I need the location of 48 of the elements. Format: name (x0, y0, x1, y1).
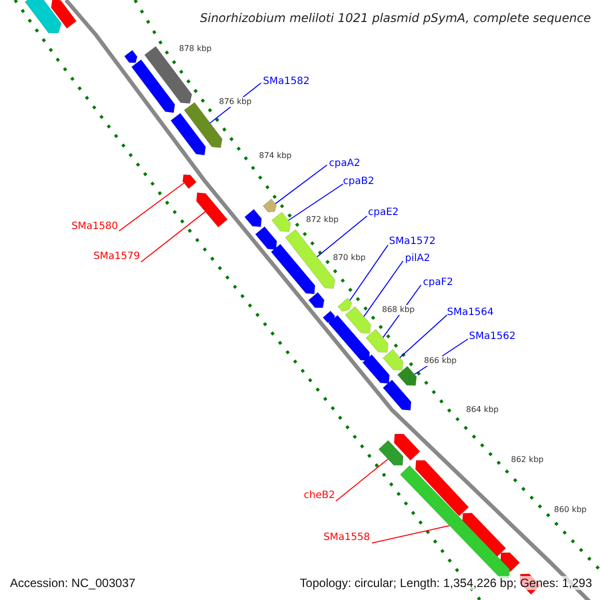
gene-feature (196, 192, 228, 228)
tick-label: 868 kbp (381, 305, 416, 315)
gene-feature (338, 298, 352, 312)
gene-feature (366, 329, 388, 353)
gene-feature (182, 174, 197, 189)
gene-feature (262, 198, 277, 212)
gene-feature (400, 465, 510, 578)
gene-label: SMa1564 (447, 307, 494, 319)
leader-line (316, 216, 368, 258)
gene-label: cpaB2 (343, 176, 374, 188)
leader-line (274, 164, 328, 204)
gene-feature (397, 366, 417, 386)
gene-feature (345, 306, 372, 334)
tick-label: 864 kbp (465, 405, 500, 415)
tick-label: 862 kbp (510, 455, 545, 465)
tick-label: 866 kbp (423, 356, 458, 366)
gene-label: SMa1562 (469, 331, 516, 343)
tick-label: 870 kbp (332, 253, 367, 263)
gene-feature (378, 440, 404, 466)
gene-label: cpaE2 (368, 207, 399, 219)
gene-label: cheB2 (304, 490, 335, 502)
gene-label: cpaA2 (329, 158, 360, 170)
leader-line (372, 525, 450, 544)
gene-feature (271, 212, 291, 232)
leader-line (140, 211, 206, 262)
gene-feature (382, 349, 404, 371)
leader-line (399, 314, 448, 358)
tick-label: 878 kbp (178, 44, 213, 54)
leader-line (349, 244, 388, 301)
title: Sinorhizobium meliloti 1021 plasmid pSymA, complete sequence (200, 10, 591, 26)
leader-line (363, 260, 404, 318)
footer-text: Topology: circular; Length: 1,354,226 bp; Genes: 1,293 (300, 576, 592, 590)
gene-feature (285, 229, 336, 289)
gene-label: SMa1572 (389, 236, 436, 248)
gene-label: cpaF2 (423, 277, 454, 289)
tick-label: 860 kbp (553, 505, 588, 515)
gene-label: pilA2 (405, 253, 430, 265)
leader-line (336, 458, 388, 502)
footer-text: Accession: NC_003037 (10, 576, 136, 590)
gene-label: SMa1579 (93, 251, 140, 263)
leader-line (118, 182, 184, 232)
leader-line (288, 184, 344, 221)
gene-label: SMa1580 (71, 221, 118, 233)
gene-label: SMa1582 (263, 76, 310, 88)
gene-label: SMa1558 (323, 532, 370, 544)
tick-label: 876 kbp (218, 97, 253, 107)
tick-label: 874 kbp (258, 151, 293, 161)
tick-label: 872 kbp (305, 215, 340, 225)
